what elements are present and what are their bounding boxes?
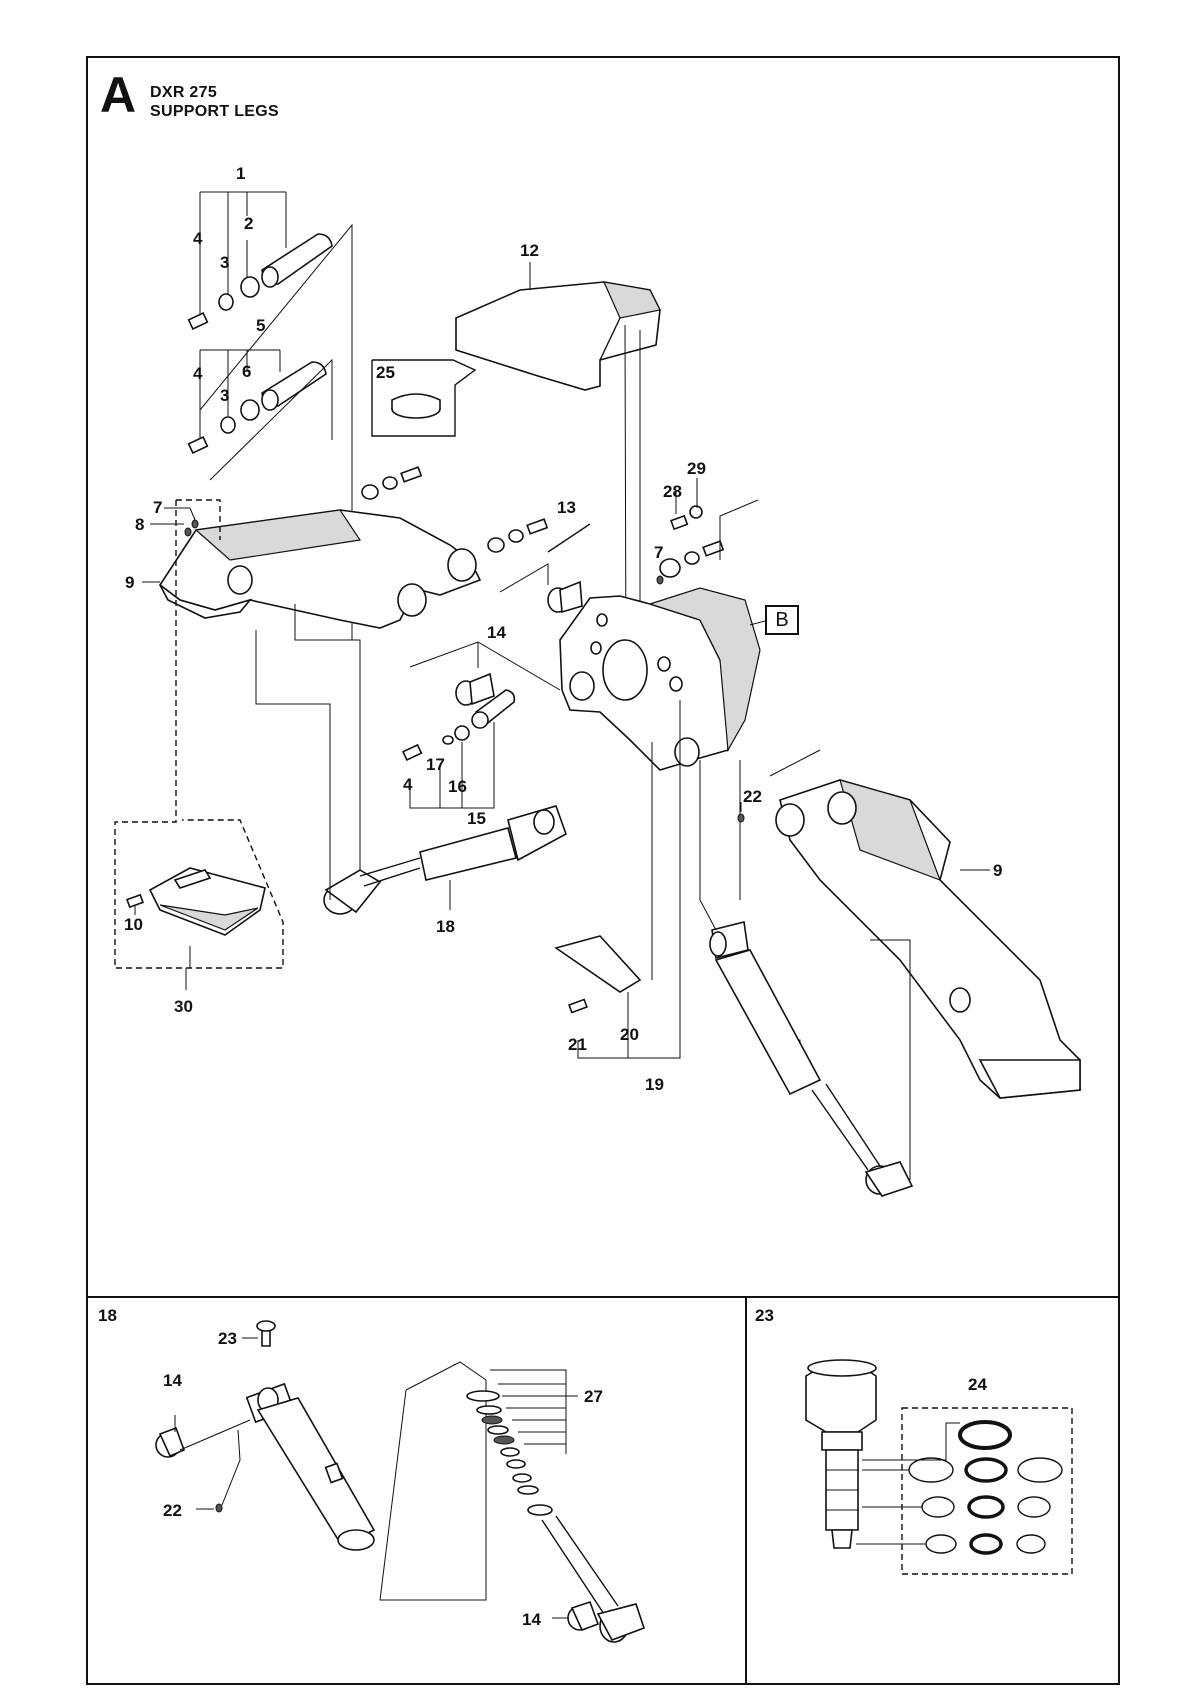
callout-30: 30 [174,997,193,1016]
callout-21: 21 [568,1035,587,1054]
callout-16: 16 [448,777,467,796]
detail-18-drawing [155,1320,646,1643]
callout-5: 5 [256,316,266,335]
bushing-14 [409,580,583,706]
detail-callout-23: 23 [218,1329,237,1348]
callout-15: 15 [467,809,486,828]
panel-divider-vertical [745,1296,747,1685]
callout-1: 1 [236,164,246,183]
callout-7-right: 7 [654,543,664,562]
foot-assembly-30 [114,499,284,990]
callout-6: 6 [242,362,252,381]
callout-3: 3 [220,253,230,272]
mounting-bracket [559,587,761,771]
detail-callout-14-bottom: 14 [522,1610,541,1629]
diagram-frame [86,56,1120,1685]
callout-13: 13 [557,498,576,517]
callout-18: 18 [436,917,455,936]
callout-20: 20 [620,1025,639,1044]
bolt-group-1 [187,191,353,640]
callout-4-pin: 4 [403,775,413,794]
callout-22: 22 [743,787,762,806]
callout-28: 28 [663,482,682,501]
grease-nipple-22 [737,802,745,823]
panel-divider-horizontal [86,1296,1120,1298]
left-leg-arm [158,509,482,629]
callout-29: 29 [687,459,706,478]
cylinder-right [699,760,914,1197]
bolt-group-5 [187,349,333,481]
section-subtitle: SUPPORT LEGS [150,103,279,120]
callout-17: 17 [426,755,445,774]
pin-assembly-15 [401,689,516,809]
detail-18-label: 18 [98,1306,117,1325]
detail-callout-24: 24 [968,1375,987,1394]
reference-box-b: B [765,605,799,635]
callout-4-lower: 4 [193,364,203,383]
cover-12 [455,262,661,681]
section-letter: A [100,67,137,123]
callout-25: 25 [376,363,395,382]
detail-callout-14-top: 14 [163,1371,182,1390]
pins-7-8 [142,507,199,583]
guard-plate-20 [554,700,681,1059]
detail-callout-27: 27 [584,1387,603,1406]
callout-10: 10 [124,915,143,934]
plug-25-box [371,359,477,437]
detail-23-drawing [805,1359,1073,1575]
detail-23-label: 23 [755,1306,774,1325]
bracket-hardware-28-29 [656,478,759,585]
detail-callout-22: 22 [163,1501,182,1520]
model-title: DXR 275 [150,84,218,101]
callout-7: 7 [153,498,163,517]
callout-4: 4 [193,229,203,248]
callout-12: 12 [520,241,539,260]
callout-19: 19 [645,1075,664,1094]
callout-14: 14 [487,623,506,642]
callout-9: 9 [125,573,135,592]
callout-3-lower: 3 [220,386,230,405]
callout-8: 8 [135,515,145,534]
callout-9-right: 9 [993,861,1003,880]
right-leg-arm [760,749,1081,1180]
arm-pivot-hardware [361,466,591,593]
cylinder-18 [255,604,567,915]
callout-2: 2 [244,214,254,233]
